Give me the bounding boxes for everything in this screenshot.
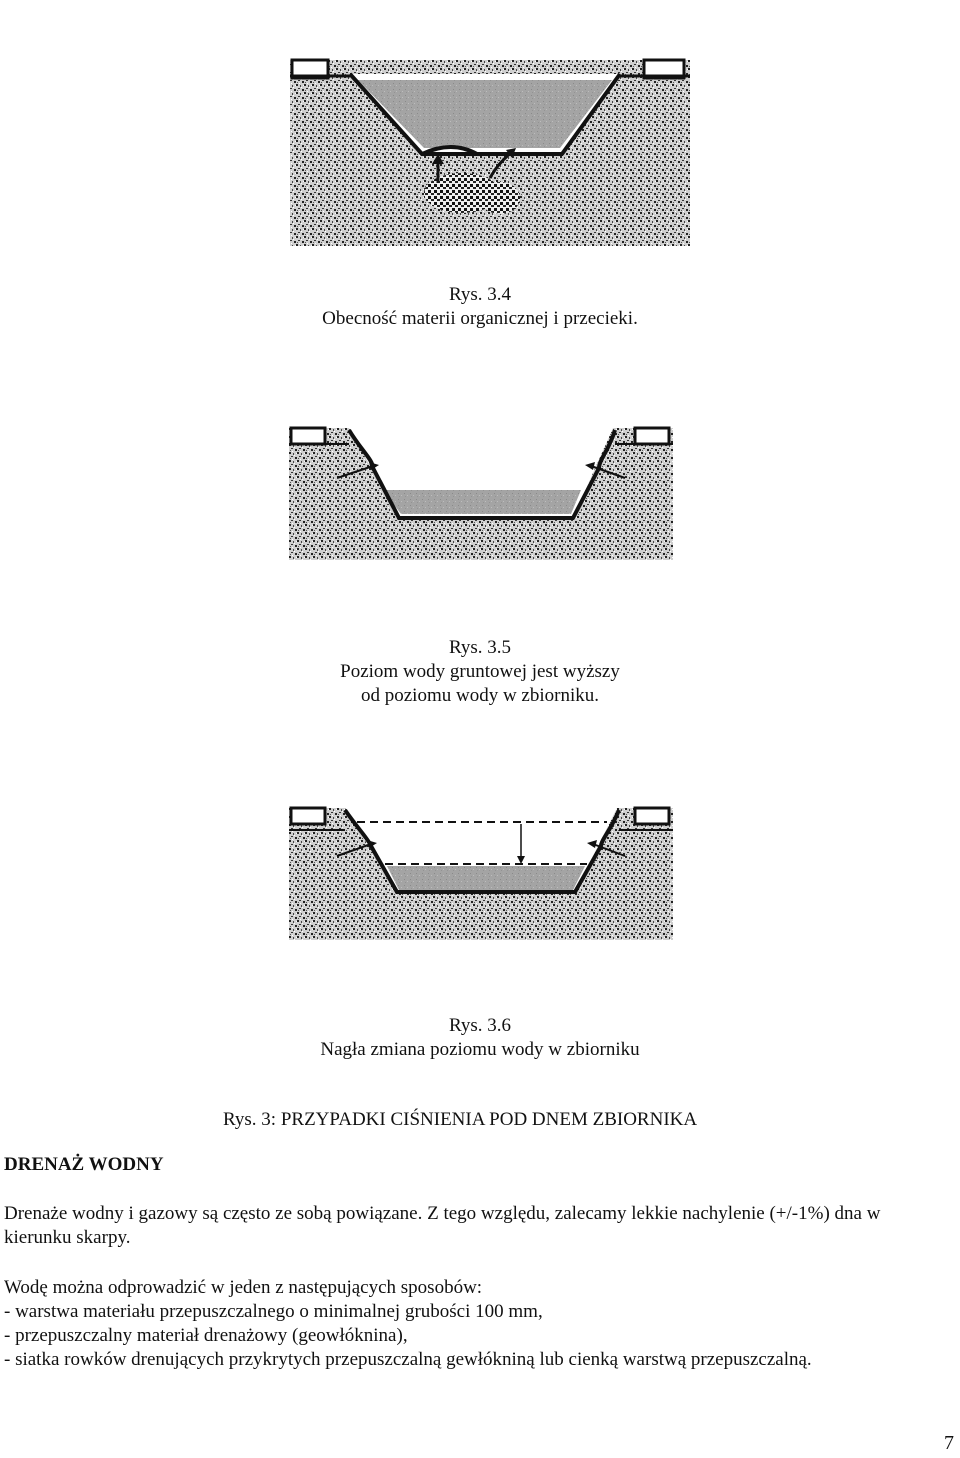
- paragraph: Wodę można odprowadzić w jeden z następu…: [4, 1276, 956, 1372]
- figure-label: Rys. 3.4: [448, 284, 512, 305]
- figure-caption-line: Nagła zmiana poziomu wody w zbiorniku: [320, 1039, 640, 1060]
- figure-label: Rys. 3.5: [448, 637, 512, 658]
- list-item: - warstwa materiału przepuszczalnego o m…: [4, 1301, 543, 1322]
- figure-3-5-caption: Rys. 3.5 Poziom wody gruntowej jest wyżs…: [0, 636, 960, 708]
- figure-3-4-caption: Rys. 3.4 Obecność materii organicznej i …: [0, 283, 960, 331]
- figure-3-6-diagram: [289, 806, 673, 940]
- paragraph-line: kierunku skarpy.: [4, 1227, 131, 1248]
- paragraph: Drenaże wodny i gazowy są często ze sobą…: [4, 1202, 956, 1250]
- section-heading: DRENAŻ WODNY: [4, 1154, 164, 1175]
- figure-3-4-diagram: [272, 58, 694, 260]
- figure-caption-line: Poziom wody gruntowej jest wyższy: [340, 661, 620, 682]
- figure-3-5-diagram: [289, 426, 673, 560]
- figure-3-6-caption: Rys. 3.6 Nagła zmiana poziomu wody w zbi…: [0, 1014, 960, 1062]
- figure-caption-line: Obecność materii organicznej i przecieki…: [322, 308, 638, 329]
- paragraph-line: Wodę można odprowadzić w jeden z następu…: [4, 1277, 483, 1298]
- list-item: - siatka rowków drenujących przykrytych …: [4, 1349, 812, 1370]
- page-number: 7: [944, 1432, 954, 1454]
- list-item: - przepuszczalny materiał drenażowy (geo…: [4, 1325, 408, 1346]
- figure-caption-line: od poziomu wody w zbiorniku.: [360, 685, 599, 706]
- overall-figure-caption: Rys. 3: PRZYPADKI CIŚNIENIA POD DNEM ZBI…: [223, 1109, 698, 1130]
- figure-label: Rys. 3.6: [448, 1015, 512, 1036]
- paragraph-line: Drenaże wodny i gazowy są często ze sobą…: [4, 1203, 881, 1224]
